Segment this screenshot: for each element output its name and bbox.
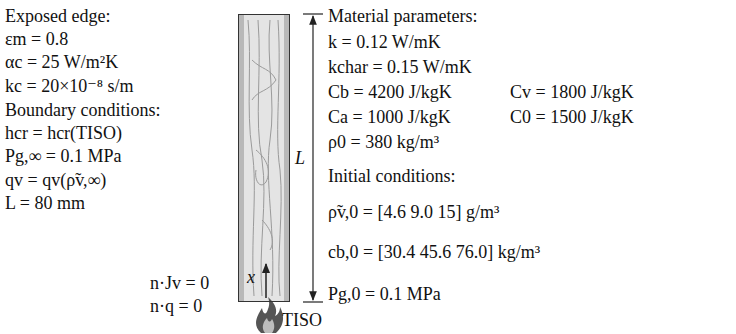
- dimension-tick: [303, 13, 323, 14]
- heading-text: Initial conditions:: [328, 165, 456, 187]
- wood-board: x: [238, 14, 290, 302]
- wood-grain: [248, 20, 281, 296]
- fire-symbol: [256, 297, 283, 333]
- axis-label: x: [247, 267, 255, 287]
- dimension-label: L: [295, 147, 305, 169]
- parameter-text: qv = qv(ρ̃v,∞): [5, 169, 106, 191]
- x-axis-arrow: [265, 264, 267, 298]
- parameter-text: ρ0 = 380 kg/m³: [328, 131, 439, 153]
- heading-text: Material parameters:: [328, 5, 477, 27]
- parameter-text: kc = 20×10⁻⁸ s/m: [5, 75, 134, 97]
- parameter-text: Pg,0 = 0.1 MPa: [328, 283, 441, 305]
- parameter-text: αc = 25 W/m²K: [5, 51, 118, 73]
- parameter-text: C0 = 1500 J/kgK: [510, 106, 634, 128]
- parameter-text: cb,0 = [30.4 45.6 76.0] kg/m³: [328, 241, 540, 263]
- wood-board: [238, 14, 290, 302]
- parameter-text: Cv = 1800 J/kgK: [510, 81, 634, 103]
- parameter-text: hcr = hcr(TISO): [5, 122, 122, 144]
- heading-text: Exposed edge:: [5, 5, 110, 27]
- heading-text: Boundary conditions:: [5, 99, 161, 121]
- parameter-text: L = 80 mm: [5, 192, 85, 214]
- parameter-text: Cb = 4200 J/kgK: [328, 81, 452, 103]
- parameter-text: kchar = 0.15 W/mK: [328, 56, 472, 78]
- dimension-line: [312, 16, 313, 300]
- parameter-text: k = 0.12 W/mK: [328, 31, 441, 53]
- fire-label: TISO: [282, 309, 322, 331]
- parameter-text: Ca = 1000 J/kgK: [328, 106, 451, 128]
- boundary-condition: n·Jv = 0: [150, 272, 209, 294]
- parameter-text: Pg,∞ = 0.1 MPa: [5, 145, 122, 167]
- boundary-condition: n·q = 0: [150, 295, 202, 317]
- dimension-tick: [303, 301, 323, 302]
- parameter-text: εm = 0.8: [5, 28, 68, 50]
- parameter-text: ρ̃v,0 = [4.6 9.0 15] g/m³: [328, 201, 499, 223]
